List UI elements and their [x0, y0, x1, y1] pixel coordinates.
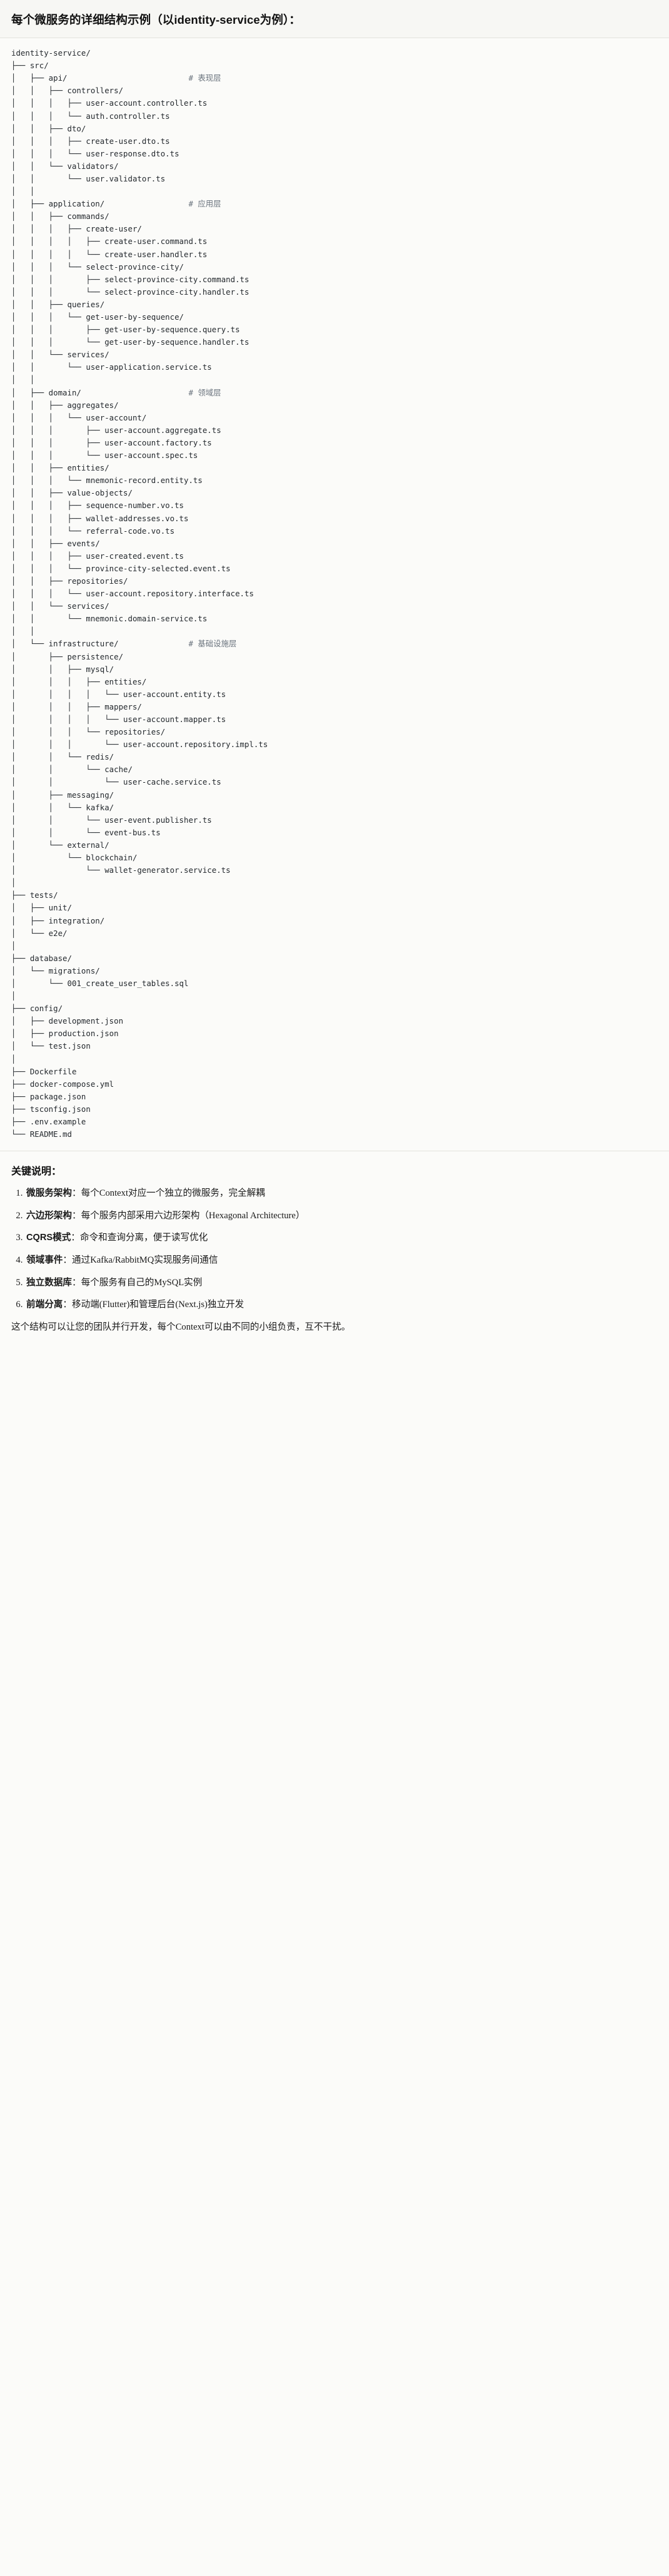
key-note-term: CQRS模式 — [26, 1233, 71, 1243]
document-header: 每个微服务的详细结构示例（以identity-service为例）： — [0, 0, 669, 39]
key-note-term: 独立数据库 — [26, 1277, 72, 1288]
key-note-item: 微服务架构：每个Context对应一个独立的微服务，完全解耦 — [25, 1186, 658, 1201]
key-note-description: 命令和查询分离，便于读写优化 — [79, 1233, 208, 1243]
layer-comment: # 基础设施层 — [188, 639, 237, 649]
directory-tree-text: identity-service/ ├── src/ │ ├── api/ # … — [11, 48, 268, 1139]
key-note-description: 每个服务内部采用六边形架构（Hexagonal Architecture） — [81, 1210, 305, 1221]
key-note-description: 每个Context对应一个独立的微服务，完全解耦 — [81, 1188, 265, 1199]
key-note-item: 领域事件：通过Kafka/RabbitMQ实现服务间通信 — [25, 1253, 658, 1268]
key-note-term: 前端分离 — [26, 1300, 63, 1310]
key-note-description: 每个服务有自己的MySQL实例 — [81, 1277, 203, 1288]
key-note-description: 通过Kafka/RabbitMQ实现服务间通信 — [72, 1255, 218, 1266]
page-title: 每个微服务的详细结构示例（以identity-service为例）： — [11, 13, 301, 26]
key-notes-block: 关键说明： 微服务架构：每个Context对应一个独立的微服务，完全解耦 六边形… — [0, 1151, 669, 1348]
directory-tree-block: identity-service/ ├── src/ │ ├── api/ # … — [0, 38, 669, 1152]
key-note-term: 领域事件 — [26, 1255, 63, 1266]
key-notes-heading: 关键说明： — [11, 1166, 62, 1178]
layer-comment: # 应用层 — [188, 199, 221, 209]
key-note-item: 六边形架构：每个服务内部采用六边形架构（Hexagonal Architectu… — [25, 1209, 658, 1223]
directory-tree: identity-service/ ├── src/ │ ├── api/ # … — [11, 47, 658, 1141]
key-note-separator: ： — [63, 1300, 72, 1310]
key-note-item: CQRS模式：命令和查询分离，便于读写优化 — [25, 1231, 658, 1245]
key-note-separator: ： — [71, 1277, 81, 1288]
key-note-separator: ： — [71, 1210, 81, 1221]
key-note-term: 六边形架构 — [26, 1210, 72, 1221]
layer-comment: # 领域层 — [188, 387, 221, 397]
key-note-term: 微服务架构 — [26, 1188, 72, 1199]
key-note-separator: ： — [71, 1188, 81, 1199]
layer-comment: # 表现层 — [188, 73, 221, 83]
key-note-description: 移动端(Flutter)和管理后台(Next.js)独立开发 — [72, 1300, 244, 1310]
key-note-separator: ： — [71, 1233, 80, 1243]
key-note-separator: ： — [63, 1255, 72, 1266]
key-notes-list: 微服务架构：每个Context对应一个独立的微服务，完全解耦 六边形架构：每个服… — [11, 1186, 658, 1312]
closing-paragraph: 这个结构可以让您的团队并行开发，每个Context可以由不同的小组负责，互不干扰… — [11, 1321, 351, 1332]
key-note-item: 前端分离：移动端(Flutter)和管理后台(Next.js)独立开发 — [25, 1298, 658, 1312]
key-note-item: 独立数据库：每个服务有自己的MySQL实例 — [25, 1276, 658, 1290]
